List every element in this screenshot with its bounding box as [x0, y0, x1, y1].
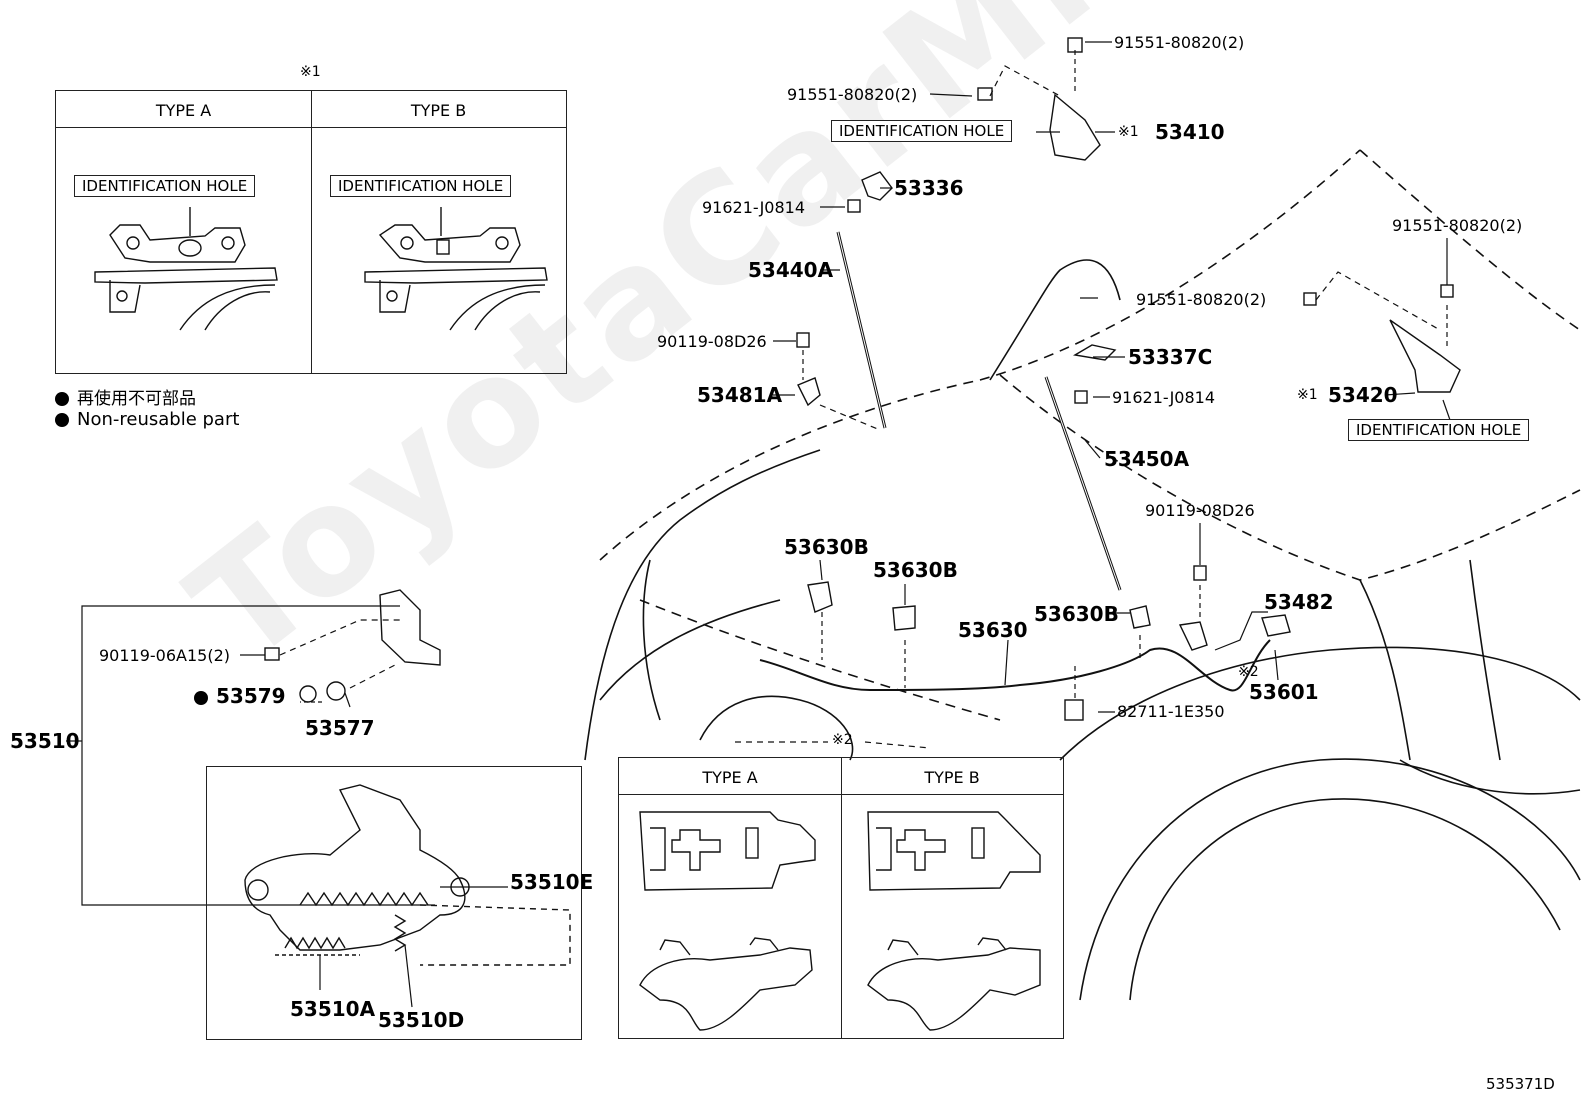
part-53510A: 53510A — [290, 997, 376, 1021]
note1-type-a-heading: TYPE A — [155, 101, 212, 120]
part-53336: 53336 — [894, 176, 964, 200]
part-90119-a: 90119-08D26 — [657, 332, 767, 351]
legend-en: Non-reusable part — [55, 409, 239, 430]
part-53601: 53601 — [1249, 680, 1319, 704]
part-53510D: 53510D — [378, 1008, 465, 1032]
note1-column-divider — [311, 91, 312, 373]
part-91621-a: 91621-J0814 — [702, 198, 805, 217]
part-53410: 53410 — [1155, 120, 1225, 144]
part-91551-a: 91551-80820(2) — [1114, 33, 1245, 52]
note2-type-b-heading: TYPE B — [924, 768, 980, 787]
part-82711: 82711-1E350 — [1117, 702, 1225, 721]
note1-type-b-heading: TYPE B — [410, 101, 467, 120]
part-90119-06A15: 90119-06A15(2) — [99, 646, 230, 665]
part-91551-b: 91551-80820(2) — [787, 85, 918, 104]
part-53579: 53579 — [194, 684, 286, 708]
diagram-code: 535371D — [1486, 1075, 1555, 1093]
part-91621-b: 91621-J0814 — [1112, 388, 1215, 407]
note2-type-a-heading: TYPE A — [702, 768, 758, 787]
part-53630B-2: 53630B — [873, 558, 958, 582]
part-90119-b: 90119-08D26 — [1145, 501, 1255, 520]
note2-leader-marker: ※2 — [832, 732, 853, 748]
part-53510: 53510 — [10, 729, 80, 753]
note1-type-b-id-hole-label: IDENTIFICATION HOLE — [330, 175, 512, 197]
part-53481A: 53481A — [697, 383, 783, 407]
note2-type-panel: TYPE A TYPE B — [618, 757, 1064, 1039]
id-hole-callout-top: IDENTIFICATION HOLE — [831, 120, 1013, 142]
part-53440A: 53440A — [748, 258, 834, 282]
non-reusable-dot-icon — [55, 392, 69, 406]
legend-jp: 再使用不可部品 — [55, 384, 196, 409]
part-53601-marker: ※2 — [1238, 664, 1259, 680]
part-53420-marker: ※1 — [1297, 387, 1318, 403]
part-91551-d: 91551-80820(2) — [1136, 290, 1267, 309]
part-53577: 53577 — [305, 716, 375, 740]
part-53420: 53420 — [1328, 383, 1398, 407]
non-reusable-dot-icon — [194, 691, 208, 705]
note1-type-a-id-hole-label: IDENTIFICATION HOLE — [74, 175, 256, 197]
part-53337C: 53337C — [1128, 345, 1213, 369]
id-hole-callout-right: IDENTIFICATION HOLE — [1348, 419, 1530, 441]
part-91551-c: 91551-80820(2) — [1392, 216, 1523, 235]
part-53450A: 53450A — [1104, 447, 1190, 471]
part-53630: 53630 — [958, 618, 1028, 642]
part-53630B-1: 53630B — [784, 535, 869, 559]
note1-marker: ※1 — [300, 64, 321, 80]
note2-column-divider — [841, 758, 842, 1038]
non-reusable-dot-icon — [55, 413, 69, 427]
latch-detail-panel — [206, 766, 582, 1040]
part-53630B-3: 53630B — [1034, 602, 1119, 626]
part-53410-marker: ※1 — [1118, 124, 1139, 140]
part-53510E: 53510E — [510, 870, 594, 894]
part-53482: 53482 — [1264, 590, 1334, 614]
note1-type-panel: TYPE A TYPE B — [55, 90, 567, 374]
